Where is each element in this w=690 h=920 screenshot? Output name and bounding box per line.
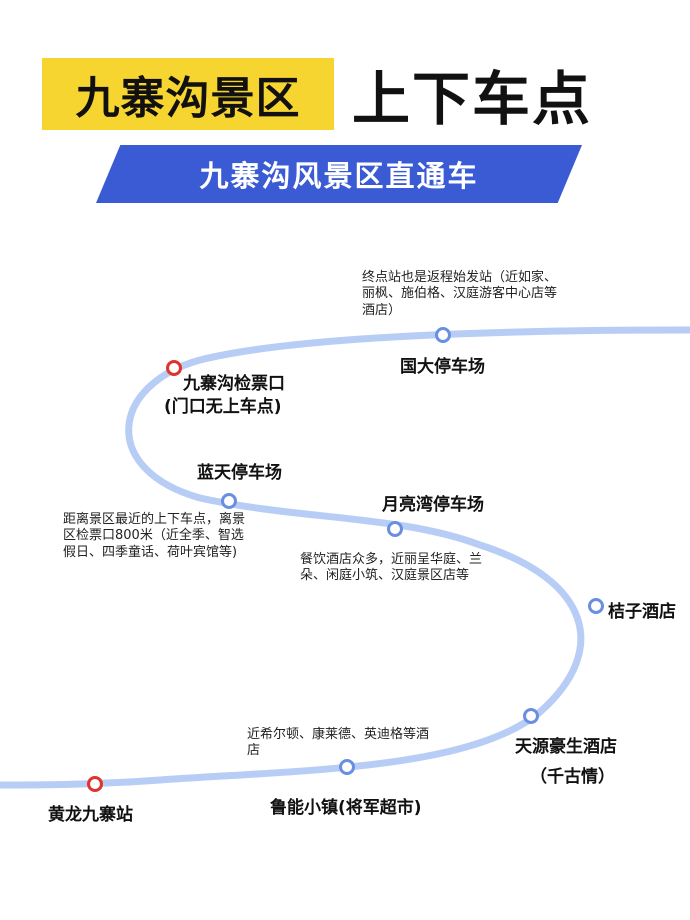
note-lantian: 距离景区最近的上下车点，离景区检票口800米（近全季、智选假日、四季童话、荷叶宾… [63,512,246,560]
note-guoda: 终点站也是返程始发站（近如家、丽枫、施伯格、汉庭游客中心店等酒店） [362,270,558,318]
route-line [0,326,690,789]
note-luneng: 近希尔顿、康莱德、英迪格等酒店 [247,727,430,759]
stop-marker-juzi [588,598,604,614]
stop-name-jianpiao: 九寨沟检票口 [183,374,285,394]
stop-name-tianyuan: 天源豪生酒店 [515,737,617,757]
stop-name-jianpiao-note: (门口无上车点) [164,397,282,417]
stop-marker-yueliangwan [387,521,403,537]
stop-name-guoda: 国大停车场 [400,357,485,377]
stop-marker-luneng [339,759,355,775]
stop-marker-tianyuan [523,708,539,724]
stop-marker-jianpiao [166,360,182,376]
stop-marker-huanglong [87,776,103,792]
subtitle-ribbon: 九寨沟风景区直通车 [96,145,582,203]
stop-name-luneng: 鲁能小镇(将军超市) [270,798,422,818]
stop-name-tianyuan-note: （千古情） [530,767,615,787]
stop-marker-lantian [221,493,237,509]
stop-name-juzi: 桔子酒店 [608,602,676,622]
page-title: 上下车点 [352,65,593,133]
title-highlight: 九寨沟景区 [42,58,334,130]
note-yueliangwan: 餐饮酒店众多，近丽呈华庭、兰朵、闲庭小筑、汉庭景区店等 [300,552,483,584]
stop-name-huanglong: 黄龙九寨站 [48,805,133,825]
stop-marker-guoda [435,327,451,343]
stop-name-lantian: 蓝天停车场 [197,463,282,483]
stop-name-yueliangwan: 月亮湾停车场 [382,495,484,515]
